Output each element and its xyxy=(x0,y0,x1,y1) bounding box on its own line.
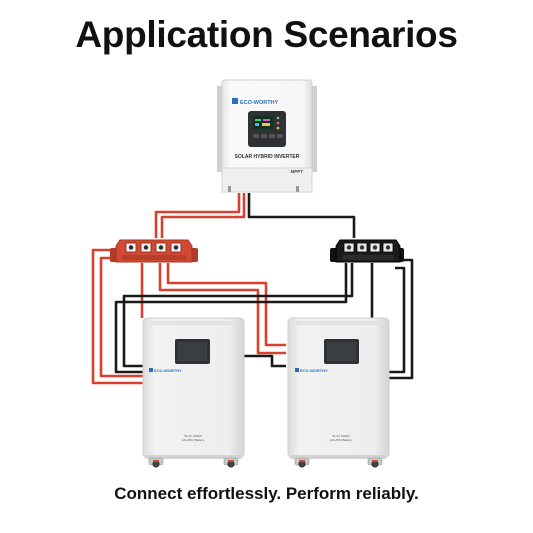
battery-right-spec-2: LiFePO4 Battery xyxy=(330,438,353,442)
battery-right-wheel-left xyxy=(294,457,310,468)
negative-busbar xyxy=(330,239,404,263)
mppt-badge: MPPT xyxy=(290,169,304,174)
negative-wires xyxy=(114,193,414,380)
battery-left-wheel-left xyxy=(148,457,164,468)
battery-right-logo-icon xyxy=(295,368,299,372)
inverter-label: SOLAR HYBRID INVERTER xyxy=(235,154,300,160)
battery-left-spec-2: LiFePO4 Battery xyxy=(182,438,205,442)
battery-left-logo-icon xyxy=(149,368,153,372)
solar-hybrid-inverter: ECO-WORTHY SOLAR HYBRID INVERTER MPPT xyxy=(217,79,317,193)
positive-busbar xyxy=(110,239,198,263)
inverter-brand: ECO-WORTHY xyxy=(240,100,279,106)
battery-left-brand: ECO-WORTHY xyxy=(154,368,182,373)
battery-right-spec-1: 51.2V 100Ah xyxy=(332,434,350,438)
battery-right-wheel-right xyxy=(367,457,383,468)
brand-logo-icon xyxy=(232,98,238,104)
battery-left-spec-1: 51.2V 100Ah xyxy=(184,434,202,438)
tagline: Connect effortlessly. Perform reliably. xyxy=(114,484,419,503)
battery-left: ECO-WORTHY 51.2V 100Ah LiFePO4 Battery xyxy=(142,317,245,468)
battery-left-wheel-right xyxy=(223,457,239,468)
battery-right-brand: ECO-WORTHY xyxy=(300,368,328,373)
page-title: Application Scenarios xyxy=(75,14,458,55)
battery-right: ECO-WORTHY 51.2V 100Ah LiFePO4 Battery xyxy=(287,317,390,468)
